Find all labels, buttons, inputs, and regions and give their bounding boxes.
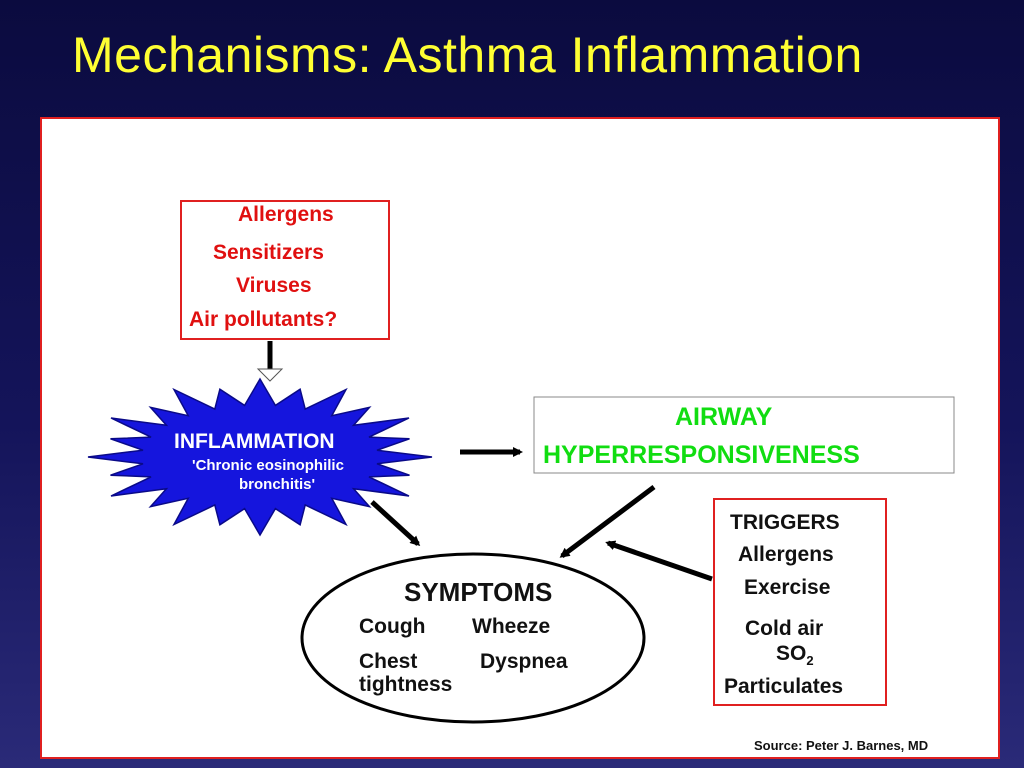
- trigger-so2-text: SO: [776, 642, 807, 665]
- trigger-so2-subscript: 2: [806, 653, 814, 669]
- inflammation-subtitle-line2: bronchitis': [239, 476, 316, 493]
- inflammation-to-symptoms-arrow: [370, 500, 421, 547]
- symptoms-heading: SYMPTOMS: [404, 577, 553, 607]
- triggers-box: [713, 498, 887, 706]
- airway-to-symptoms-arrow: [559, 485, 656, 558]
- diagram-panel: Allergens Sensitizers Viruses Air pollut…: [40, 117, 1000, 759]
- cause-air-pollutants: Air pollutants?: [189, 308, 338, 331]
- airway-line1: AIRWAY: [675, 403, 773, 431]
- inflammation-burst: [87, 377, 433, 537]
- diagram-graphics: [87, 200, 955, 724]
- cause-allergens: Allergens: [238, 203, 334, 226]
- symptom-dyspnea: Dyspnea: [480, 650, 568, 673]
- trigger-allergens: Allergens: [738, 543, 834, 566]
- trigger-cold-air: Cold air: [745, 617, 824, 640]
- trigger-exercise: Exercise: [744, 576, 831, 599]
- symptoms-ellipse: [300, 552, 646, 724]
- inflammation-subtitle-line1: 'Chronic eosinophilic: [192, 457, 344, 474]
- causes-arrow-head: [256, 368, 284, 382]
- airway-box: [533, 396, 955, 474]
- triggers-heading: TRIGGERS: [730, 511, 840, 534]
- trigger-so2: SO2: [776, 642, 814, 668]
- cause-viruses: Viruses: [236, 274, 312, 297]
- symptom-wheeze: Wheeze: [472, 615, 551, 638]
- trigger-particulates: Particulates: [724, 675, 844, 698]
- symptom-chest: Chest: [359, 650, 418, 673]
- airway-line2: HYPERRESPONSIVENESS: [543, 441, 860, 469]
- source-credit: Source: Peter J. Barnes, MD: [754, 738, 929, 753]
- slide-title: Mechanisms: Asthma Inflammation: [72, 27, 863, 83]
- inflammation-title: INFLAMMATION: [174, 430, 335, 453]
- symptom-cough: Cough: [359, 615, 426, 638]
- symptom-tightness: tightness: [359, 673, 453, 696]
- causes-box: [180, 200, 390, 340]
- cause-sensitizers: Sensitizers: [213, 241, 324, 264]
- triggers-to-symptoms-arrow: [605, 540, 713, 582]
